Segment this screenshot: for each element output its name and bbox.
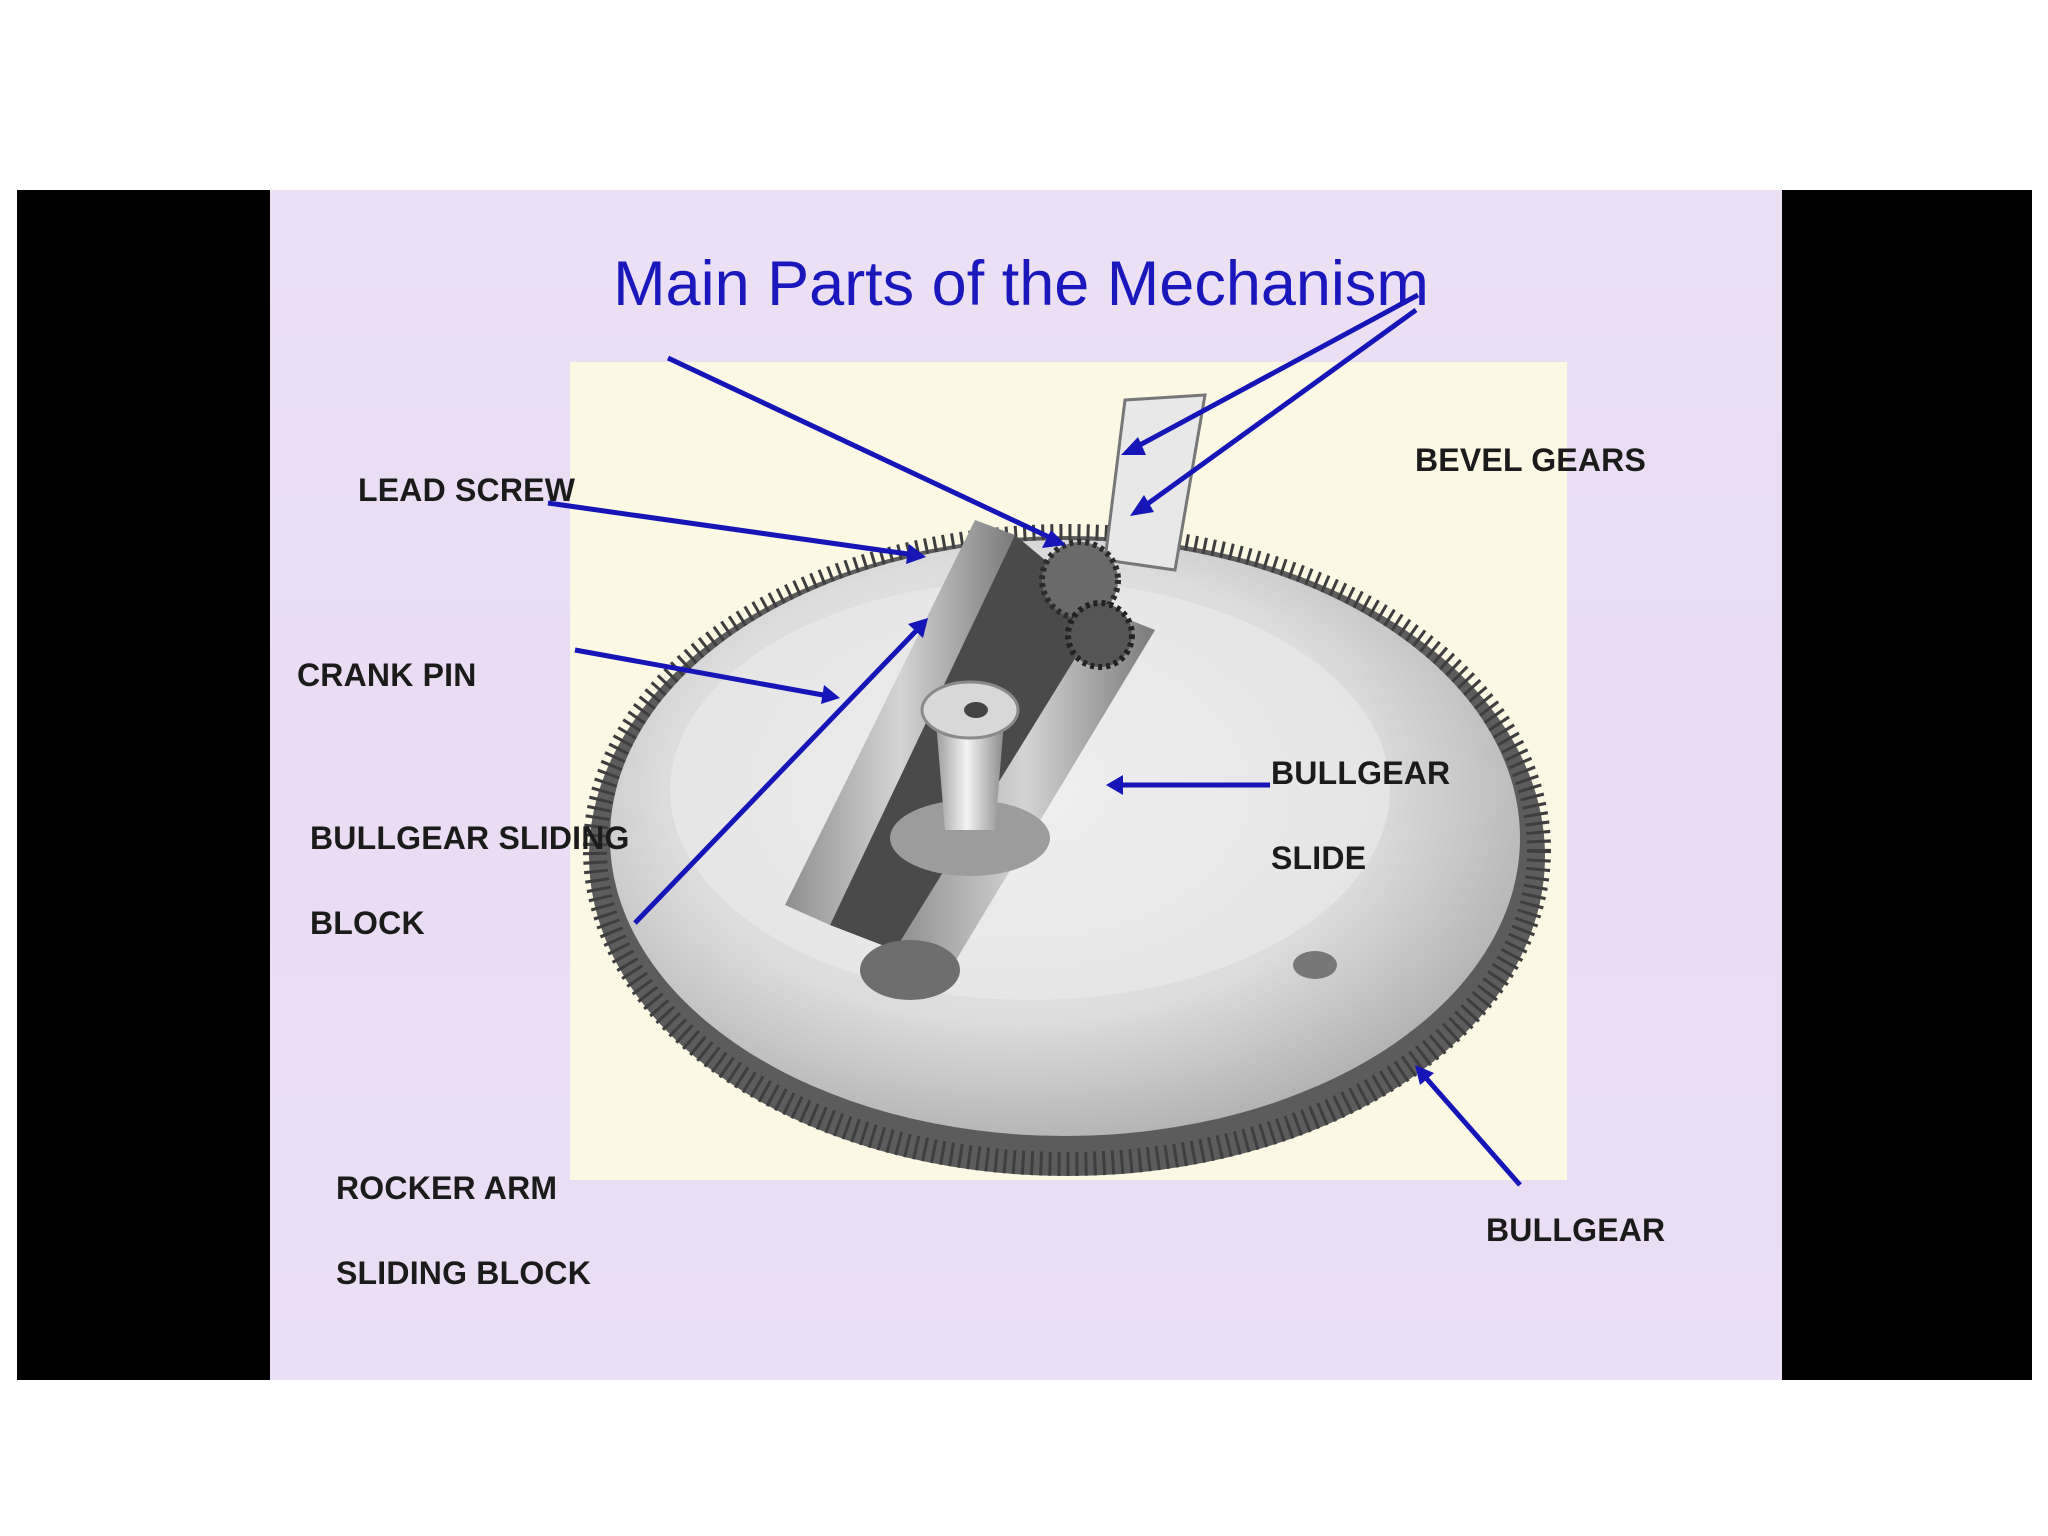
- label-bullgear-sliding-line2: BLOCK: [310, 905, 425, 941]
- arrow-bullgear: [1424, 1076, 1522, 1187]
- crank-pin-shaft: [935, 710, 1005, 830]
- arrow-crank-pin: [547, 500, 909, 557]
- label-crank-pin: CRANK PIN: [297, 657, 477, 693]
- gear-hole-right: [1293, 951, 1337, 979]
- label-bullgear-slide-line1: BULLGEAR: [1271, 755, 1451, 791]
- mechanism-diagram: [547, 292, 1551, 1187]
- slide-rail-left: [785, 520, 1015, 925]
- crank-pin-base: [890, 800, 1050, 876]
- crank-pin-hole: [964, 702, 988, 718]
- bevel-gear-lower: [1065, 600, 1135, 670]
- label-bullgear: BULLGEAR: [1486, 1212, 1666, 1248]
- arrow-bullgear-sliding-block: [574, 647, 824, 698]
- label-lead-screw: LEAD SCREW: [358, 472, 576, 508]
- arrowhead-crank-pin: [906, 544, 926, 564]
- slide-rail-right: [895, 610, 1155, 970]
- arrowhead-rocker-arm: [908, 618, 928, 638]
- arrowhead-bullgear-slide: [1106, 775, 1123, 795]
- arrow-bevel-gears-upper: [1136, 292, 1420, 449]
- arrowhead-bevel-gears-lower: [1130, 495, 1154, 516]
- arrowhead-bevel-gears-upper: [1121, 437, 1146, 455]
- slide-title: Main Parts of the Mechanism: [613, 249, 1429, 319]
- bullgear-slide-assembly: [785, 393, 1337, 1000]
- arrowhead-bullgear: [1415, 1065, 1434, 1085]
- label-bullgear-slide-line2: SLIDE: [1271, 840, 1367, 876]
- arrow-bevel-gears-lower: [1144, 307, 1418, 508]
- label-rocker-arm-line1: ROCKER ARM: [336, 1170, 558, 1206]
- bullgear-teeth: [583, 524, 1551, 1176]
- slide: Main Parts of the Mechanism: [270, 190, 1782, 1380]
- arrow-rocker-arm: [633, 629, 918, 925]
- pointer-arrows: [547, 292, 1522, 1187]
- arrowhead-lead-screw: [1042, 530, 1066, 548]
- label-rocker-arm-line2: SLIDING BLOCK: [336, 1255, 592, 1291]
- bevel-shaft: [1103, 393, 1207, 572]
- arrow-lead-screw: [666, 355, 1053, 541]
- arrowhead-bullgear-sliding-block: [821, 685, 840, 704]
- label-bullgear-sliding-line1: BULLGEAR SLIDING: [310, 820, 630, 856]
- gear-hole-lower-left: [860, 940, 960, 1000]
- label-bevel-gears: BEVEL GEARS: [1415, 442, 1646, 478]
